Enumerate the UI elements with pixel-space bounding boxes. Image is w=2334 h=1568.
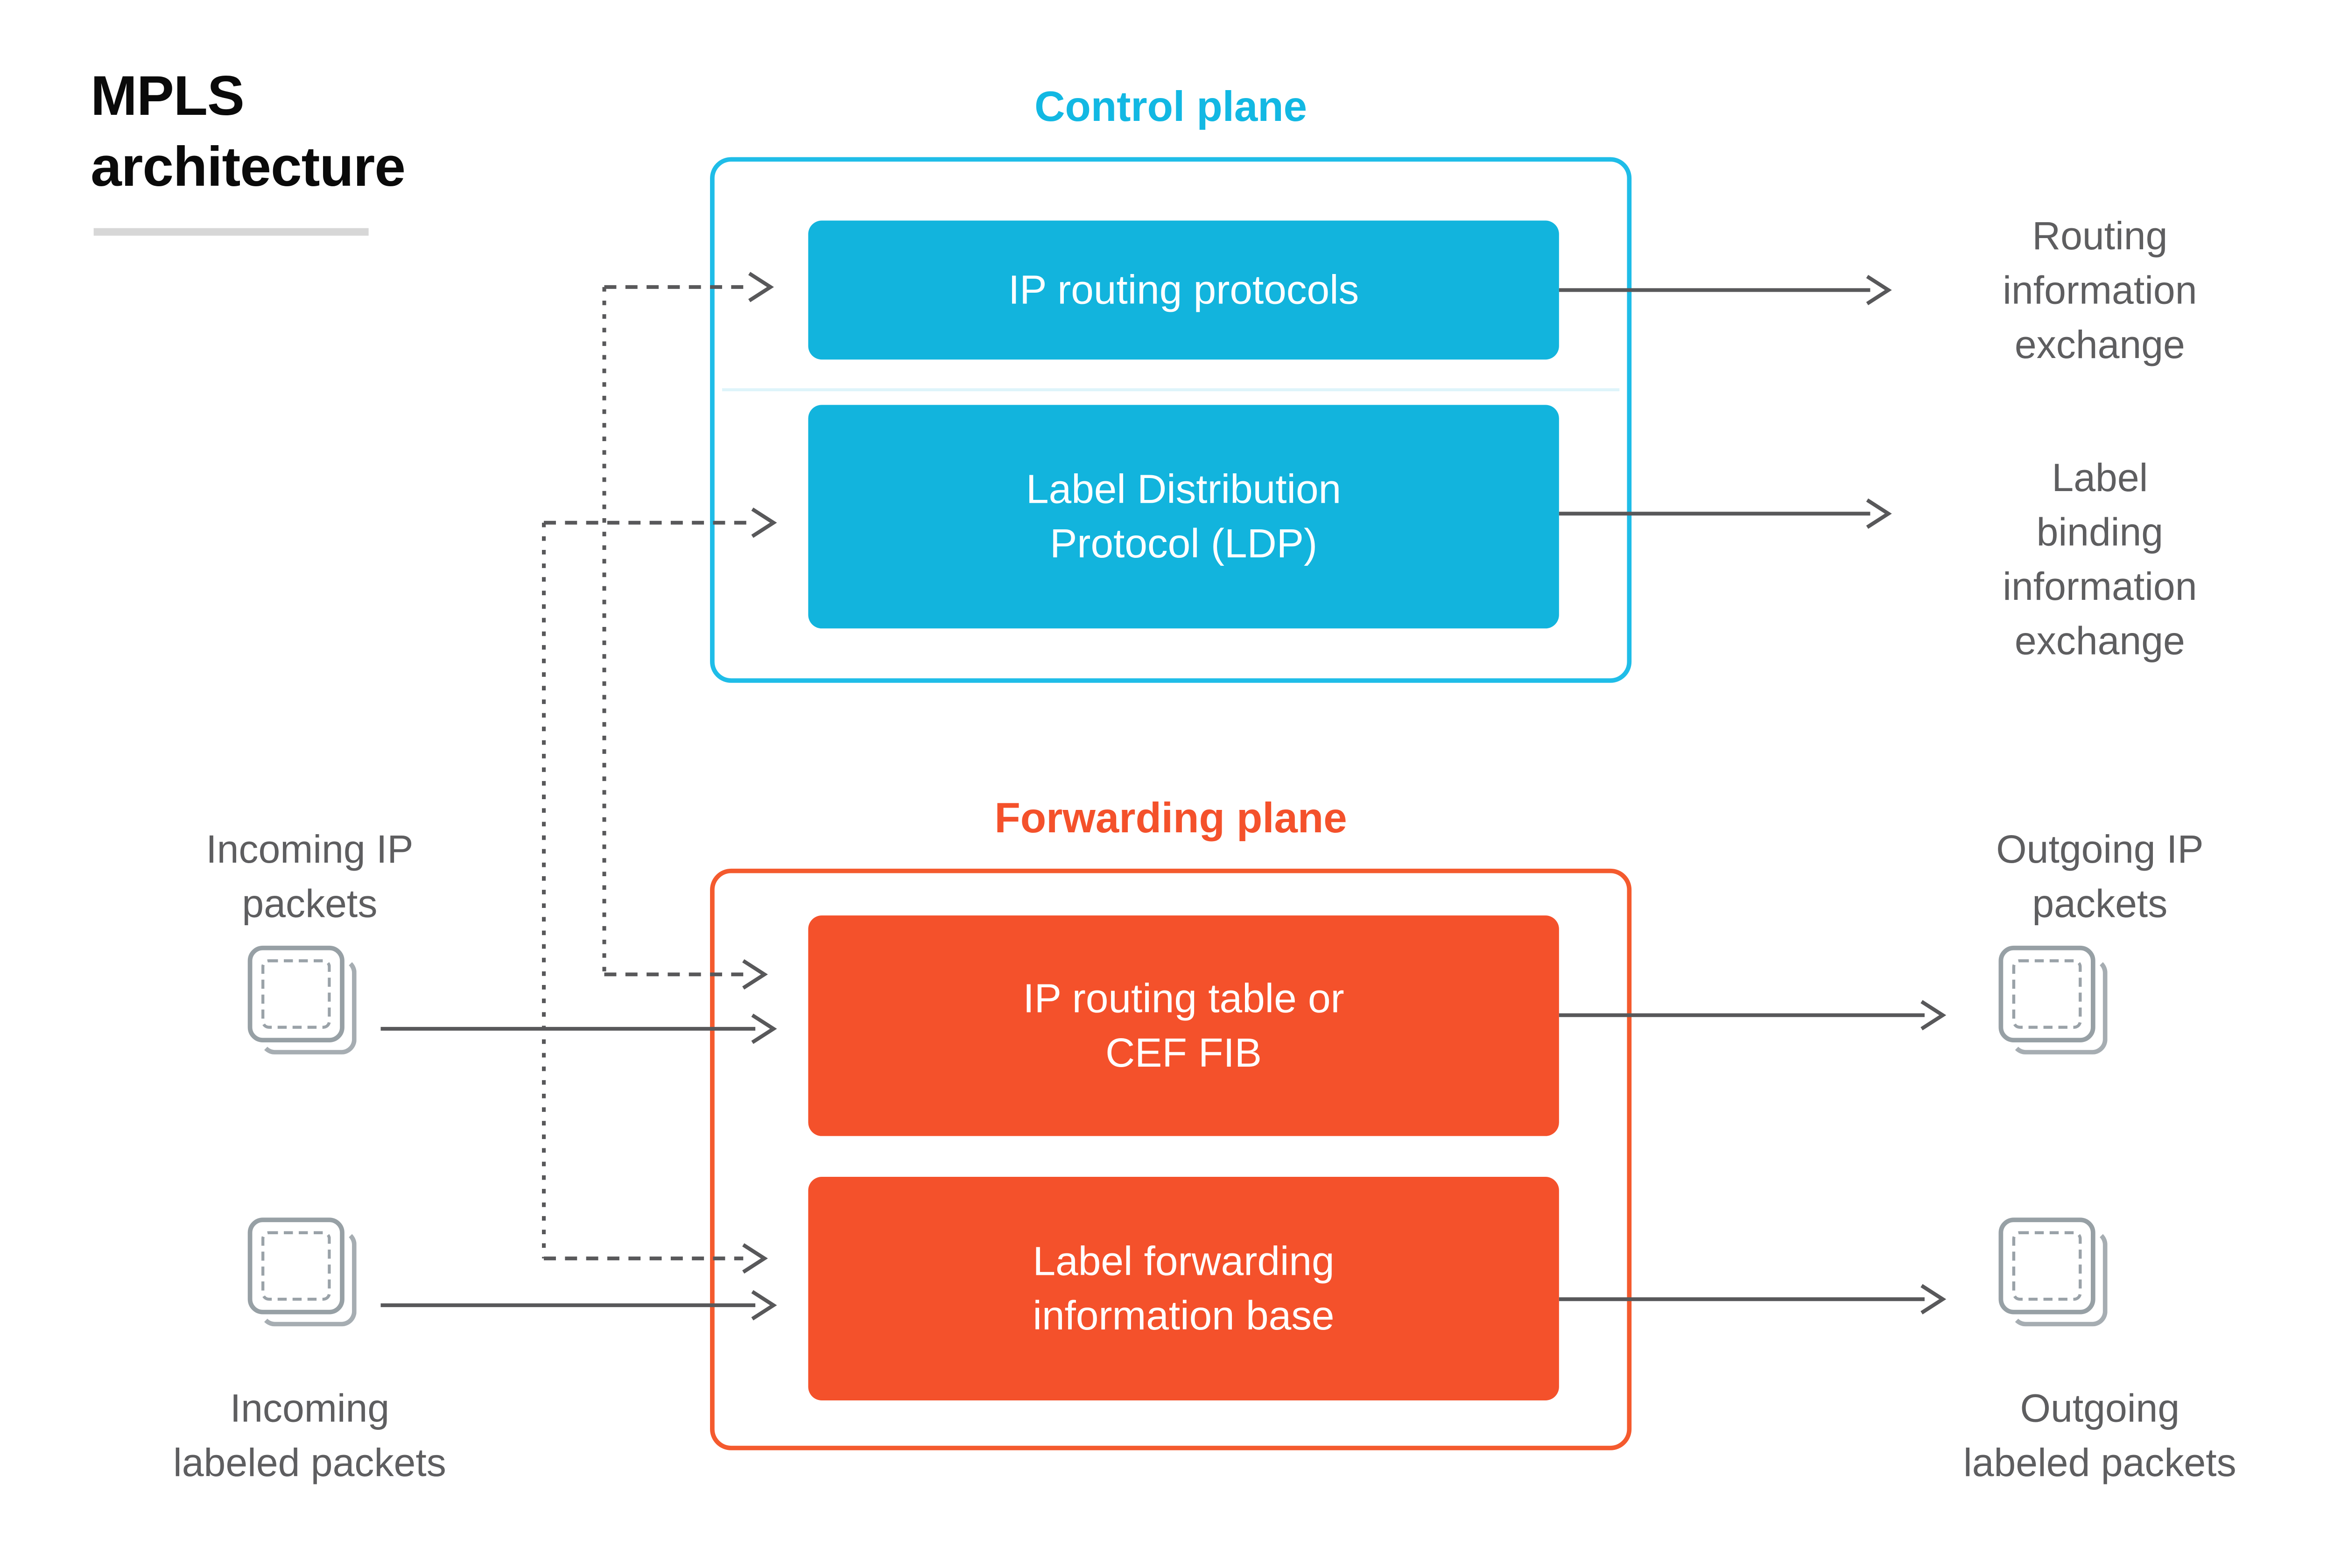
node-ip-routing-table: IP routing table or CEF FIB [808, 915, 1559, 1136]
incoming-ip-packet-stack-icon [247, 945, 361, 1059]
node-ip-routing-protocols: IP routing protocols [808, 220, 1559, 360]
control-plane-divider [722, 388, 1620, 392]
forwarding-plane-heading: Forwarding plane [994, 795, 1347, 842]
label-routing-information-exchange: Routing information exchange [2003, 213, 2197, 367]
page-title: MPLS architecture [91, 65, 406, 198]
packet-back-sheet [2011, 1230, 2108, 1327]
packet-back-sheet [260, 1230, 357, 1327]
incoming-labeled-packet-stack-icon [247, 1217, 361, 1331]
packet-front-sheet [247, 1217, 344, 1315]
packet-front-sheet [1998, 945, 2095, 1043]
label-incoming-labeled-packets: Incoming labeled packets [173, 1385, 446, 1485]
node-label-forwarding-info-base: Label forwarding information base [808, 1177, 1559, 1401]
packet-front-sheet [1998, 1217, 2095, 1315]
label-outgoing-ip-packets: Outgoing IP packets [1996, 826, 2204, 926]
arrow-outgoing-labeled-head [1920, 1284, 1947, 1315]
packet-dashed-inner [261, 1231, 331, 1301]
control-plane-heading: Control plane [1034, 83, 1308, 130]
label-incoming-ip-packets: Incoming IP packets [206, 826, 414, 926]
label-binding-information-exchange: Label binding information exchange [2003, 455, 2197, 663]
packet-front-sheet [247, 945, 344, 1043]
node-label-distribution-protocol: Label Distribution Protocol (LDP) [808, 405, 1559, 629]
outgoing-labeled-packet-stack-icon [1998, 1217, 2112, 1331]
packet-dashed-inner [2012, 1231, 2082, 1301]
arrow-outgoing-ip-head [1920, 1000, 1947, 1031]
packet-back-sheet [2011, 957, 2108, 1055]
outgoing-ip-packet-stack-icon [1998, 945, 2112, 1059]
packet-dashed-inner [261, 959, 331, 1029]
label-outgoing-labeled-packets: Outgoing labeled packets [1963, 1385, 2236, 1485]
packet-back-sheet [260, 957, 357, 1055]
packet-dashed-inner [2012, 959, 2082, 1029]
title-underline [93, 228, 369, 236]
